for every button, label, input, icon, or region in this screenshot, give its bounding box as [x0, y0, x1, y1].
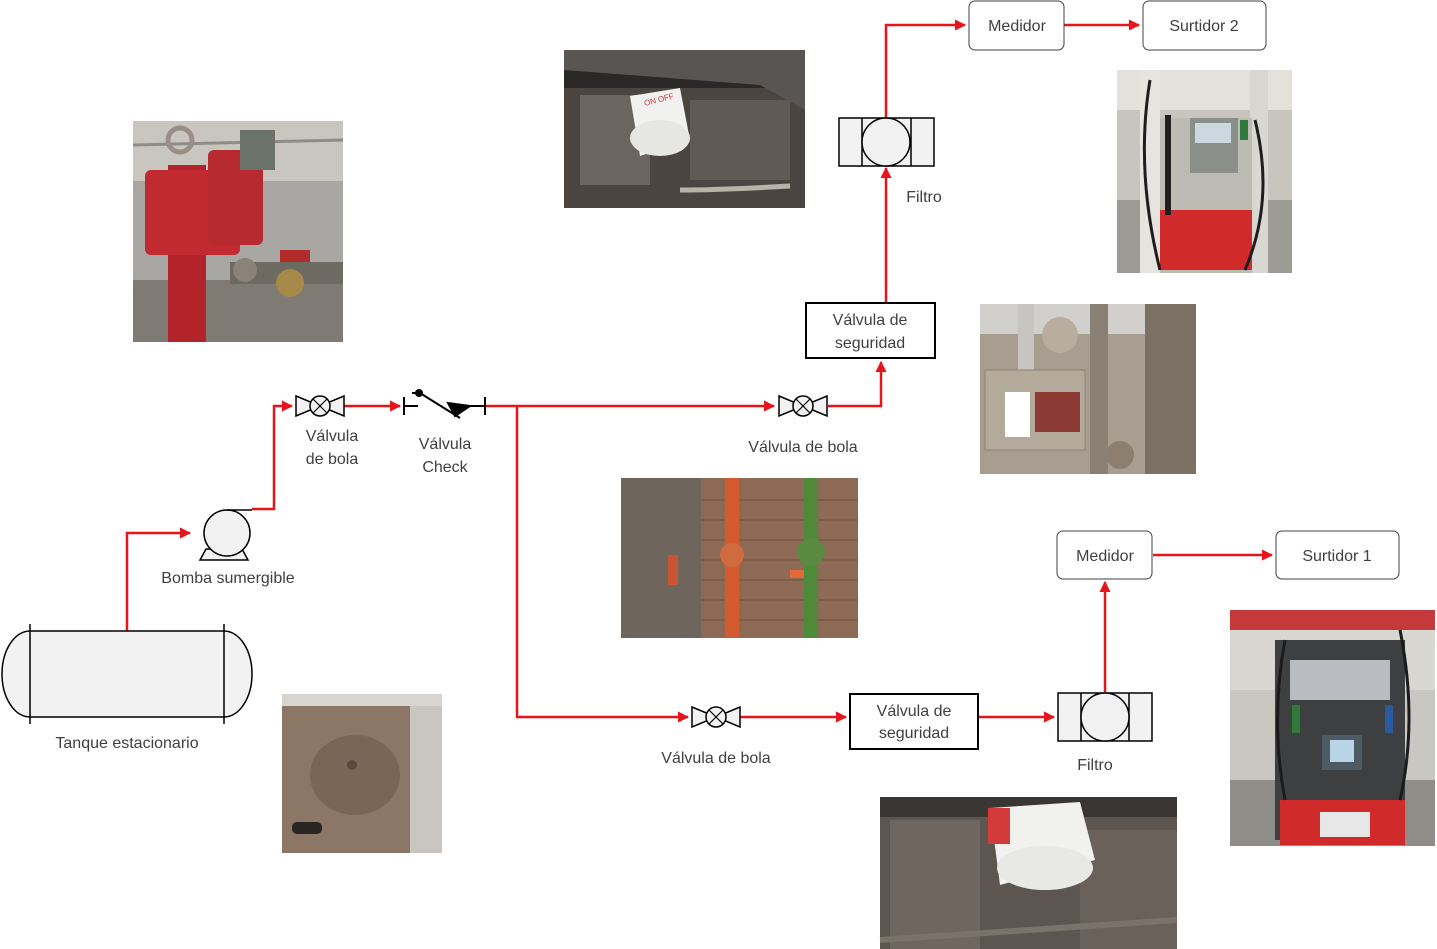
ball-valve-1-label-line2: de bola	[306, 451, 359, 468]
dispenser-1-label: Surtidor 1	[1302, 548, 1371, 565]
submersible-pump-symbol	[198, 509, 252, 561]
safety-valve-photo	[980, 304, 1196, 474]
filter-lower-symbol	[1057, 692, 1153, 742]
tank-interior-photo	[282, 694, 442, 853]
meter-upper-box	[968, 0, 1065, 51]
pipes	[125, 19, 1274, 723]
dispenser-1-box	[1275, 530, 1400, 580]
fuel-dispenser-photo-1	[1230, 610, 1435, 846]
ball-valve-upper-label: Válvula de bola	[748, 439, 858, 456]
dispenser-2-label: Surtidor 2	[1169, 18, 1238, 35]
pipe-valves-wall-photo	[621, 478, 858, 638]
check-valve-label-line1: Válvula	[419, 436, 472, 453]
filter-upper-label: Filtro	[906, 189, 942, 206]
tank-symbol	[1, 624, 253, 724]
safety-valve-upper-label-line1: Válvula de	[833, 312, 908, 329]
fuel-filter-photo-upper: ON OFF	[564, 50, 805, 208]
meter-lower-box	[1056, 530, 1153, 580]
dispenser-2-box	[1142, 0, 1267, 51]
safety-valve-lower-label-line1: Válvula de	[877, 703, 952, 720]
check-valve-symbol	[403, 389, 486, 419]
fuel-dispenser-photo-2	[1117, 70, 1292, 273]
ball-valve-lower-symbol	[691, 705, 741, 729]
ball-valve-lower-label: Válvula de bola	[661, 750, 771, 767]
safety-valve-lower-box	[849, 693, 979, 750]
pump-label: Bomba sumergible	[161, 570, 295, 587]
check-valve-label-line2: Check	[422, 459, 468, 476]
pipe-upper-valve-to-safety	[828, 360, 887, 408]
filter-upper-symbol	[838, 117, 935, 167]
ball-valve-1-symbol	[295, 394, 345, 418]
safety-valve-upper-label-line2: seguridad	[835, 335, 905, 352]
safety-valve-upper-box	[805, 302, 936, 359]
ball-valve-1-label-line1: Válvula	[306, 428, 359, 445]
pipe-tank-to-pump	[125, 527, 192, 631]
fuel-filter-photo-lower	[879, 797, 1178, 949]
safety-valve-lower-label-line2: seguridad	[879, 725, 949, 742]
filter-lower-label: Filtro	[1077, 757, 1113, 774]
meter-lower-label: Medidor	[1076, 548, 1134, 565]
pipe-pump-to-valve	[252, 400, 294, 511]
pipe-filter-to-meter-upper	[884, 19, 967, 118]
tank-label: Tanque estacionario	[55, 735, 198, 752]
red-submersible-pump-photo	[132, 121, 344, 342]
pipe-branch-lower	[515, 406, 690, 723]
ball-valve-upper-symbol	[778, 394, 828, 418]
meter-upper-label: Medidor	[988, 18, 1046, 35]
